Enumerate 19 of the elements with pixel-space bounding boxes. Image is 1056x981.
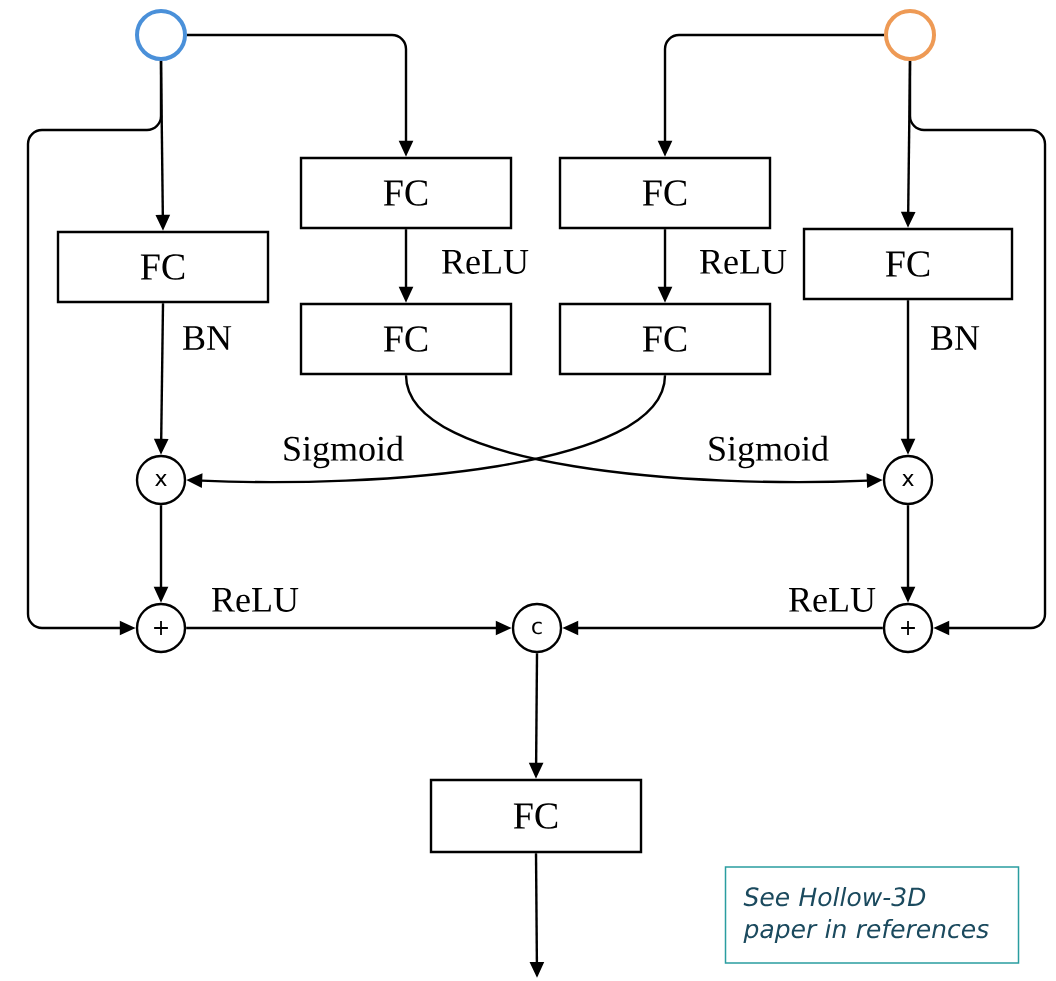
edge-label: Sigmoid xyxy=(706,434,830,470)
layer-box: FC xyxy=(299,156,513,230)
layer-box: FC xyxy=(56,230,270,304)
layer-box: FC xyxy=(429,778,643,854)
edge-label: BN xyxy=(181,325,233,351)
edge-label: Sigmoid xyxy=(281,434,405,470)
edge-label: BN xyxy=(929,325,981,351)
edge-label: ReLU xyxy=(210,587,300,613)
layer-box: FC xyxy=(802,227,1014,301)
input-circle xyxy=(884,9,936,61)
note-box: See Hollow-3D paper in references xyxy=(724,866,1020,964)
arrow xyxy=(908,61,1047,636)
edge-label: ReLU xyxy=(440,249,530,275)
edge-label: ReLU xyxy=(698,249,788,275)
edge-label: ReLU xyxy=(787,587,877,613)
layer-box: FC xyxy=(558,302,772,376)
input-circle xyxy=(135,9,187,61)
layer-box: FC xyxy=(299,302,513,376)
layer-box: FC xyxy=(558,156,772,230)
